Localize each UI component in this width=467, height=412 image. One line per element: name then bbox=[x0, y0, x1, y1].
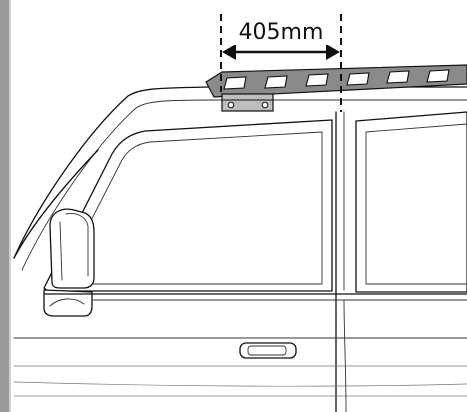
bracket-bolt bbox=[261, 101, 269, 109]
rack-slot bbox=[264, 75, 288, 89]
mirror-base bbox=[43, 289, 93, 317]
mounting-bracket bbox=[221, 93, 274, 112]
a-pillar-outer bbox=[13, 149, 99, 259]
body-line-3 bbox=[13, 381, 467, 387]
rack-slot bbox=[386, 70, 410, 84]
front-window-frame-inner bbox=[57, 131, 323, 286]
dimension-arrow-right bbox=[326, 44, 340, 60]
bracket-bolt bbox=[227, 101, 235, 109]
dimension-indicator: 405mm bbox=[220, 14, 342, 112]
side-mirror bbox=[43, 208, 95, 317]
rack-slots bbox=[223, 69, 450, 90]
front-window-frame-outer bbox=[43, 119, 333, 292]
rack-slot bbox=[346, 72, 370, 86]
rear-door-seam bbox=[343, 299, 347, 412]
rear-window-frame-inner bbox=[365, 123, 467, 285]
rack-slot bbox=[223, 76, 247, 90]
left-edge-strip-accent bbox=[9, 0, 11, 412]
left-edge-strip bbox=[0, 0, 9, 412]
door-handle bbox=[239, 342, 297, 359]
roof-outline bbox=[13, 86, 467, 259]
dimension-arrow-left bbox=[222, 44, 236, 60]
roof-inner-line bbox=[21, 99, 467, 271]
rack-slot bbox=[305, 73, 329, 87]
rear-window-frame-outer bbox=[355, 111, 467, 293]
rack-slot bbox=[426, 69, 450, 83]
dimension-label: 405mm bbox=[239, 20, 324, 45]
